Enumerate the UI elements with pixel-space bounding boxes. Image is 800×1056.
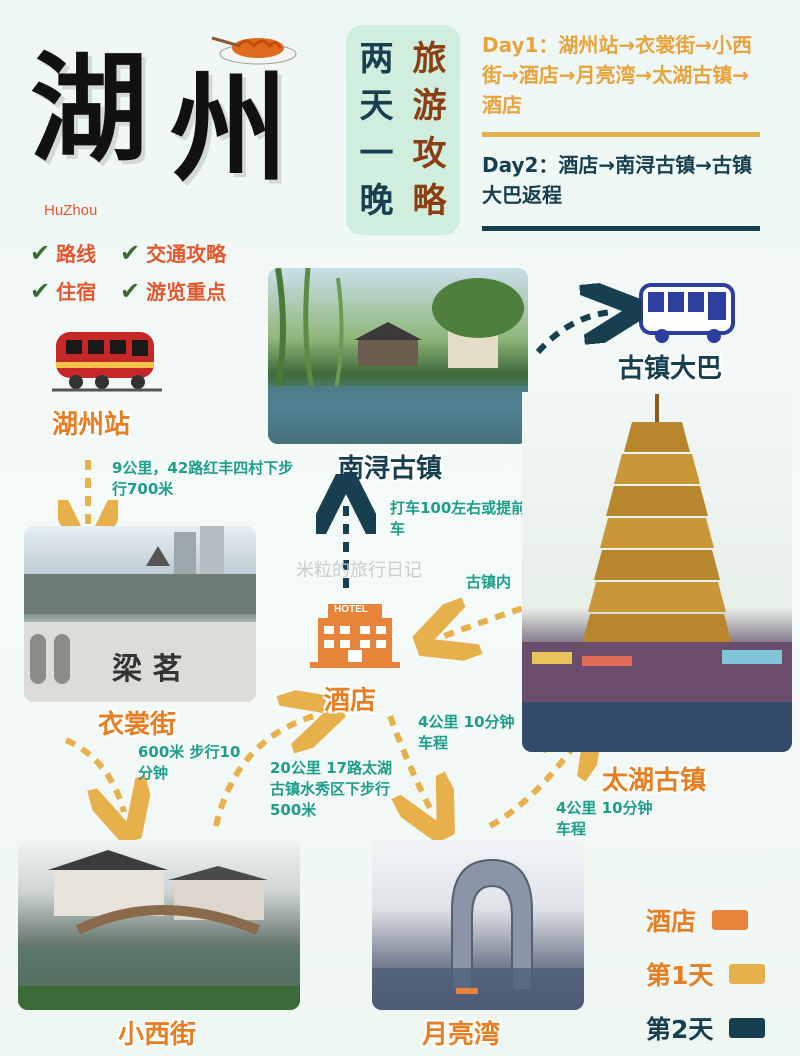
bus-icon bbox=[639, 283, 735, 343]
place-hotel-label: 酒店 bbox=[324, 686, 377, 716]
tag-list: ✔ 路线 ✔ 交通攻略 ✔ 住宿 ✔ 游览重点 bbox=[30, 238, 270, 308]
check-icon: ✔ bbox=[120, 276, 141, 305]
title-romanized: HuZhou bbox=[44, 202, 98, 219]
photo-xiaoxi bbox=[18, 840, 300, 1010]
legend-swatch-day1 bbox=[729, 964, 766, 984]
title-block: 湖 州 HuZhou bbox=[30, 30, 330, 220]
divider-gold bbox=[482, 132, 760, 137]
nanxun-scene-icon bbox=[268, 268, 528, 444]
noodle-bowl-icon bbox=[211, 36, 297, 65]
note-in-town: 古镇内 bbox=[466, 573, 512, 591]
hotel-sign: HOTEL bbox=[334, 604, 368, 615]
place-nanxun-label: 南浔古镇 bbox=[338, 454, 443, 484]
xiaoxi-scene-icon bbox=[18, 850, 300, 1010]
tag-label: 住宿 bbox=[56, 280, 97, 304]
title-char-zhou: 州 bbox=[170, 59, 288, 198]
legend-row-day2: 第2天 bbox=[646, 1010, 786, 1046]
itinerary-day2: Day2：酒店→南浔古镇→古镇大巴返程 bbox=[482, 153, 752, 207]
tag-label: 路线 bbox=[56, 242, 97, 266]
guide-char: 攻 bbox=[412, 133, 447, 174]
pagoda-scene-icon bbox=[522, 394, 792, 752]
train-icon bbox=[52, 332, 162, 392]
guide-char: 天 bbox=[359, 86, 394, 127]
check-icon: ✔ bbox=[30, 276, 51, 305]
itinerary-day1: Day1：湖州站→衣裳街→小西街→酒店→月亮湾→太湖古镇→酒店 bbox=[482, 33, 752, 117]
place-station-label: 湖州站 bbox=[52, 410, 131, 440]
place-xiaoxi-label: 小西街 bbox=[118, 1020, 197, 1050]
tag-label: 游览重点 bbox=[146, 280, 227, 304]
legend: 酒店 第1天 第2天 bbox=[646, 902, 786, 1046]
dashed-arrow-icon bbox=[535, 312, 612, 354]
tag-stay: ✔ 住宿 bbox=[30, 276, 96, 305]
place-yishang-label: 衣裳街 bbox=[98, 710, 177, 740]
note-hotel-to-nanxun: 打车100左右或提前约拼车 bbox=[390, 499, 557, 538]
note-station-to-yishang: 9公里，42路红丰四村下步行700米 bbox=[112, 459, 294, 498]
legend-row-hotel: 酒店 bbox=[646, 902, 786, 938]
watermark: 米粒的旅行日记 bbox=[296, 560, 422, 581]
place-bus-label: 古镇大巴 bbox=[618, 354, 723, 384]
legend-swatch-hotel bbox=[712, 910, 749, 930]
guide-char: 晚 bbox=[359, 181, 394, 222]
title-char-hu: 湖 bbox=[30, 39, 148, 178]
photo-nanxun bbox=[268, 268, 528, 444]
note-xiaoxi-to-hotel: 20公里 17路太湖古镇水秀区下步行500米 bbox=[270, 759, 392, 819]
moon-hotel-icon bbox=[372, 858, 584, 1010]
photo-taihu bbox=[522, 392, 792, 752]
guide-card: 两 天 一 晚 旅 游 攻 略 bbox=[346, 25, 460, 235]
legend-label: 第1天 bbox=[646, 961, 714, 990]
guide-char: 两 bbox=[359, 38, 394, 79]
place-taihu-label: 太湖古镇 bbox=[602, 766, 707, 796]
legend-label: 酒店 bbox=[646, 907, 697, 936]
divider-dark bbox=[482, 226, 760, 231]
legend-label: 第2天 bbox=[646, 1015, 714, 1044]
note-yishang-to-xiaoxi: 600米 步行10分钟 bbox=[138, 743, 241, 782]
tag-highlights: ✔ 游览重点 bbox=[120, 276, 226, 305]
guide-char: 略 bbox=[412, 181, 447, 222]
bridge-plaque: 梁 茗 bbox=[112, 652, 183, 687]
photo-yishang: 梁 茗 bbox=[24, 526, 256, 702]
note-moonbay-to-taihu: 4公里 10分钟车程 bbox=[556, 799, 653, 838]
photo-moonbay bbox=[372, 840, 584, 1010]
tag-transport: ✔ 交通攻略 bbox=[120, 238, 226, 267]
dashed-arrow-icon bbox=[64, 737, 124, 812]
legend-row-day1: 第1天 bbox=[646, 956, 786, 992]
hotel-icon bbox=[310, 604, 400, 668]
guide-char: 一 bbox=[359, 133, 394, 174]
yishang-scene-icon bbox=[24, 526, 256, 702]
guide-char: 游 bbox=[412, 86, 447, 127]
tag-label: 交通攻略 bbox=[146, 242, 227, 266]
guide-char: 旅 bbox=[412, 38, 447, 79]
place-moonbay-label: 月亮湾 bbox=[422, 1020, 501, 1050]
check-icon: ✔ bbox=[120, 238, 141, 267]
check-icon: ✔ bbox=[30, 238, 51, 267]
tag-route: ✔ 路线 bbox=[30, 238, 96, 267]
note-hotel-to-moonbay: 4公里 10分钟车程 bbox=[418, 713, 515, 752]
legend-swatch-day2 bbox=[729, 1018, 766, 1038]
